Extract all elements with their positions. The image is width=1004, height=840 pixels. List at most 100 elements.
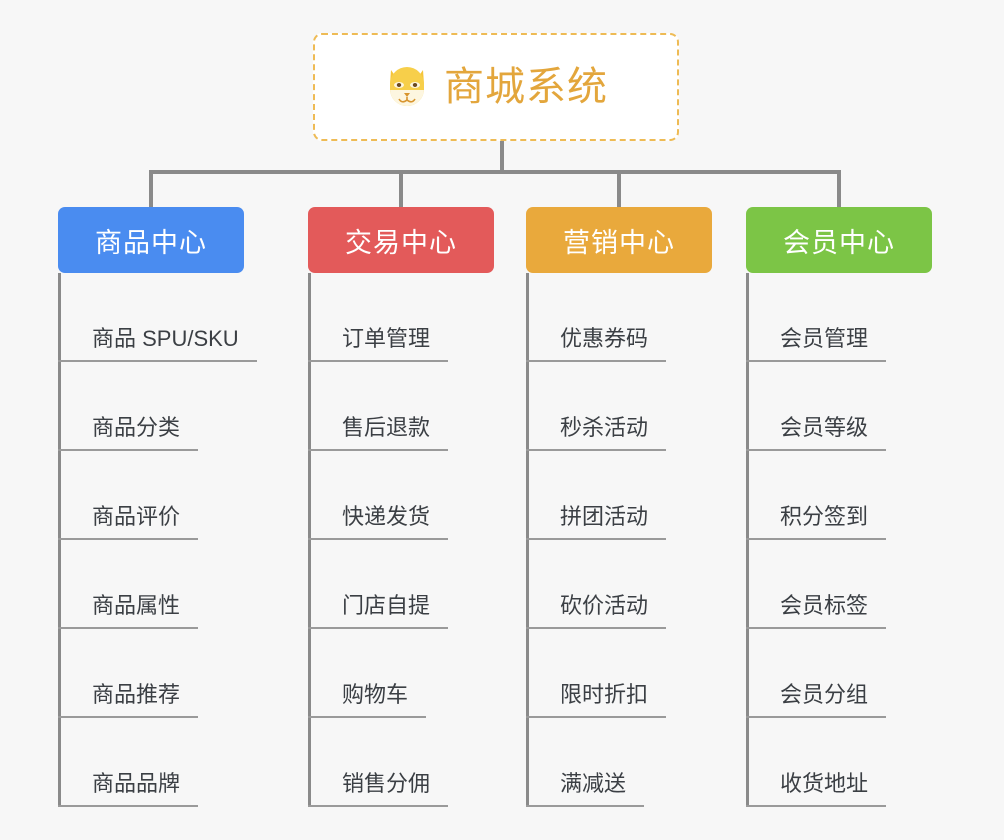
list-item[interactable]: 订单管理 — [308, 273, 494, 362]
leaf-underline — [308, 360, 448, 362]
connector-drop-3 — [617, 170, 621, 209]
leaf-label: 商品分类 — [92, 415, 181, 440]
list-item[interactable]: 快递发货 — [308, 451, 494, 540]
leaf-label: 砍价活动 — [560, 593, 649, 618]
list-item[interactable]: 销售分佣 — [308, 718, 494, 807]
branch-spine — [308, 273, 311, 807]
list-item[interactable]: 门店自提 — [308, 540, 494, 629]
list-item[interactable]: 会员等级 — [746, 362, 932, 451]
leaf-label: 快递发货 — [342, 504, 431, 529]
branch-header-label: 商品中心 — [95, 227, 207, 258]
list-item[interactable]: 会员标签 — [746, 540, 932, 629]
leaf-underline — [58, 360, 257, 362]
list-item[interactable]: 商品评价 — [58, 451, 244, 540]
connector-root-stem — [500, 141, 504, 173]
leaf-label: 拼团活动 — [560, 504, 649, 529]
leaf-underline — [526, 360, 666, 362]
list-item[interactable]: 秒杀活动 — [526, 362, 712, 451]
leaf-label: 限时折扣 — [560, 682, 649, 707]
leaf-underline — [526, 538, 666, 540]
leaf-underline — [526, 449, 666, 451]
leaf-underline — [746, 449, 886, 451]
leaf-label: 优惠券码 — [560, 326, 649, 351]
list-item[interactable]: 积分签到 — [746, 451, 932, 540]
branch-items-marketing-center: 优惠券码 秒杀活动 拼团活动 砍价活动 限时折扣 满减送 — [526, 273, 712, 807]
leaf-label: 会员管理 — [780, 326, 869, 351]
leaf-label: 会员分组 — [780, 682, 869, 707]
leaf-label: 会员等级 — [780, 415, 869, 440]
branch-header-product-center[interactable]: 商品中心 — [58, 207, 244, 273]
leaf-underline — [526, 716, 666, 718]
branch-column-marketing-center: 营销中心 优惠券码 秒杀活动 拼团活动 砍价活动 限时折扣 — [526, 207, 712, 807]
leaf-underline — [58, 627, 198, 629]
list-item[interactable]: 会员管理 — [746, 273, 932, 362]
leaf-label: 商品属性 — [92, 593, 181, 618]
leaf-label: 商品品牌 — [92, 771, 181, 796]
leaf-underline — [746, 538, 886, 540]
leaf-underline — [308, 627, 448, 629]
leaf-underline — [746, 360, 886, 362]
list-item[interactable]: 商品 SPU/SKU — [58, 273, 257, 362]
list-item[interactable]: 商品品牌 — [58, 718, 244, 807]
connector-drop-1 — [149, 170, 153, 209]
leaf-underline — [308, 449, 448, 451]
root-title: 商城系统 — [444, 65, 608, 109]
leaf-underline — [58, 805, 198, 807]
branch-items-member-center: 会员管理 会员等级 积分签到 会员标签 会员分组 收货地址 — [746, 273, 932, 807]
list-item[interactable]: 售后退款 — [308, 362, 494, 451]
branch-spine — [746, 273, 749, 807]
branch-spine — [58, 273, 61, 807]
leaf-label: 积分签到 — [780, 504, 869, 529]
branch-header-label: 交易中心 — [345, 227, 457, 258]
leaf-underline — [526, 627, 666, 629]
leaf-underline — [746, 627, 886, 629]
branch-items-product-center: 商品 SPU/SKU 商品分类 商品评价 商品属性 商品推荐 商品品牌 — [58, 273, 257, 807]
connector-horizontal-bus — [149, 170, 839, 174]
leaf-underline — [526, 805, 644, 807]
list-item[interactable]: 满减送 — [526, 718, 712, 807]
leaf-label: 秒杀活动 — [560, 415, 649, 440]
leaf-underline — [58, 538, 198, 540]
connector-drop-4 — [837, 170, 841, 209]
leaf-underline — [308, 716, 426, 718]
leaf-label: 收货地址 — [780, 771, 869, 796]
leaf-underline — [58, 449, 198, 451]
connector-drop-2 — [399, 170, 403, 209]
list-item[interactable]: 收货地址 — [746, 718, 932, 807]
leaf-label: 商品推荐 — [92, 682, 181, 707]
branch-column-member-center: 会员中心 会员管理 会员等级 积分签到 会员标签 会员分组 — [746, 207, 932, 807]
list-item[interactable]: 商品属性 — [58, 540, 244, 629]
branch-spine — [526, 273, 529, 807]
branch-header-label: 营销中心 — [563, 227, 675, 258]
leaf-underline — [308, 805, 448, 807]
list-item[interactable]: 商品分类 — [58, 362, 244, 451]
leaf-label: 门店自提 — [342, 593, 431, 618]
list-item[interactable]: 拼团活动 — [526, 451, 712, 540]
branch-header-marketing-center[interactable]: 营销中心 — [526, 207, 712, 273]
list-item[interactable]: 购物车 — [308, 629, 494, 718]
leaf-underline — [308, 538, 448, 540]
shiba-inu-icon — [384, 64, 430, 110]
leaf-label: 订单管理 — [342, 326, 431, 351]
leaf-underline — [746, 805, 886, 807]
list-item[interactable]: 会员分组 — [746, 629, 932, 718]
branch-header-member-center[interactable]: 会员中心 — [746, 207, 932, 273]
list-item[interactable]: 商品推荐 — [58, 629, 244, 718]
list-item[interactable]: 限时折扣 — [526, 629, 712, 718]
leaf-label: 商品评价 — [92, 504, 181, 529]
leaf-label: 商品 SPU/SKU — [92, 326, 239, 351]
leaf-label: 购物车 — [342, 682, 409, 707]
branch-items-trade-center: 订单管理 售后退款 快递发货 门店自提 购物车 销售分佣 — [308, 273, 494, 807]
leaf-underline — [746, 716, 886, 718]
list-item[interactable]: 砍价活动 — [526, 540, 712, 629]
leaf-label: 会员标签 — [780, 593, 869, 618]
branch-header-label: 会员中心 — [783, 227, 895, 258]
leaf-underline — [58, 716, 198, 718]
leaf-label: 满减送 — [560, 771, 627, 796]
root-node-shop-system[interactable]: 商城系统 — [313, 33, 679, 141]
branch-column-product-center: 商品中心 商品 SPU/SKU 商品分类 商品评价 商品属性 商品推荐 — [58, 207, 257, 807]
branch-header-trade-center[interactable]: 交易中心 — [308, 207, 494, 273]
list-item[interactable]: 优惠券码 — [526, 273, 712, 362]
branch-column-trade-center: 交易中心 订单管理 售后退款 快递发货 门店自提 购物车 — [308, 207, 494, 807]
